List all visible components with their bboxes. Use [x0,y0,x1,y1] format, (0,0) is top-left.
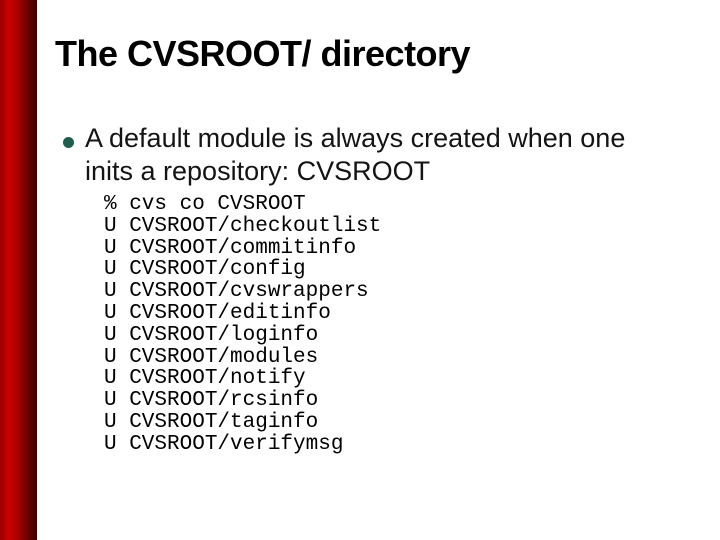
code-line: U CVSROOT/verifymsg [104,432,344,456]
slide-title: The CVSROOT/ directory [55,33,471,74]
bullet-text: A default module is always created when … [85,123,626,186]
code-line: U CVSROOT/taginfo [104,410,319,434]
code-line: % cvs co CVSROOT [104,193,306,216]
code-line: U CVSROOT/loginfo [104,323,319,347]
code-block: % cvs co CVSROOT U CVSROOT/checkoutlist … [104,194,381,456]
bullet-item: A default module is always created when … [63,122,670,188]
code-line: U CVSROOT/commitinfo [104,236,357,260]
code-line: U CVSROOT/checkoutlist [104,214,382,238]
code-line: U CVSROOT/cvswrappers [104,280,369,304]
bullet-icon [63,137,74,148]
code-line: U CVSROOT/editinfo [104,301,331,325]
code-line: U CVSROOT/config [104,258,306,282]
code-line: U CVSROOT/notify [104,367,306,391]
code-line: U CVSROOT/modules [104,345,319,369]
code-line: U CVSROOT/rcsinfo [104,389,319,413]
left-accent-bar [0,0,37,540]
